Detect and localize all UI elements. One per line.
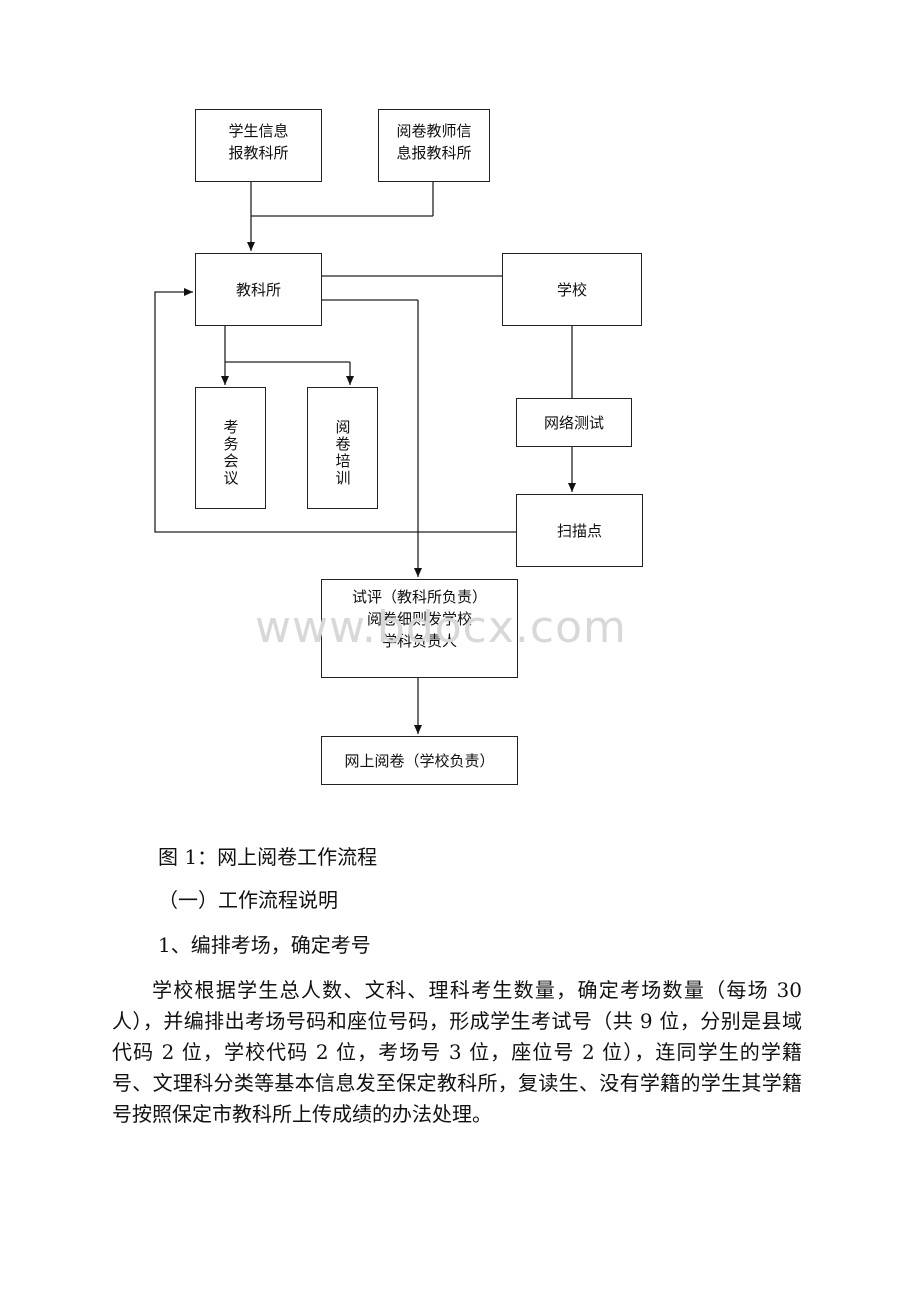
node-online-marking: 网上阅卷（学校负责） bbox=[321, 736, 518, 785]
node-student-info: 学生信息 报教科所 bbox=[195, 109, 322, 182]
body-paragraph: 学校根据学生总人数、文科、理科考生数量，确定考场数量（每场 30 人），并编排出… bbox=[112, 978, 802, 1126]
node-marking-training-label: 阅卷培训 bbox=[333, 419, 352, 487]
node-marking-training: 阅卷培训 bbox=[307, 387, 378, 509]
node-exam-meeting-label: 考务会议 bbox=[221, 419, 240, 487]
node-teacher-info-label: 阅卷教师信 息报教科所 bbox=[396, 122, 472, 162]
node-scan-point-label: 扫描点 bbox=[556, 521, 602, 540]
section-heading: （一）工作流程说明 bbox=[158, 888, 338, 912]
node-teacher-info: 阅卷教师信 息报教科所 bbox=[378, 109, 490, 182]
item-heading: 1、编排考场，确定考号 bbox=[158, 933, 371, 957]
edge-scan-feedback bbox=[154, 288, 516, 533]
node-trial-marking: 试评（教科所负责） 阅卷细则发学校 学科负责人 bbox=[321, 579, 518, 678]
node-jiaokesuo-label: 教科所 bbox=[235, 280, 281, 299]
node-online-marking-label: 网上阅卷（学校负责） bbox=[344, 751, 495, 770]
figure-caption: 图 1：网上阅卷工作流程 bbox=[158, 845, 378, 869]
node-network-test: 网络测试 bbox=[516, 398, 632, 447]
node-jiaokesuo: 教科所 bbox=[195, 253, 322, 326]
node-student-info-label: 学生信息 报教科所 bbox=[228, 122, 289, 162]
watermark: www.bdocx.com bbox=[255, 602, 627, 653]
node-school-label: 学校 bbox=[556, 280, 587, 299]
node-exam-meeting: 考务会议 bbox=[195, 387, 266, 509]
node-school: 学校 bbox=[502, 253, 642, 326]
node-trial-marking-label: 试评（教科所负责） 阅卷细则发学校 学科负责人 bbox=[351, 588, 487, 650]
node-network-test-label: 网络测试 bbox=[543, 413, 604, 432]
node-scan-point: 扫描点 bbox=[516, 494, 643, 567]
